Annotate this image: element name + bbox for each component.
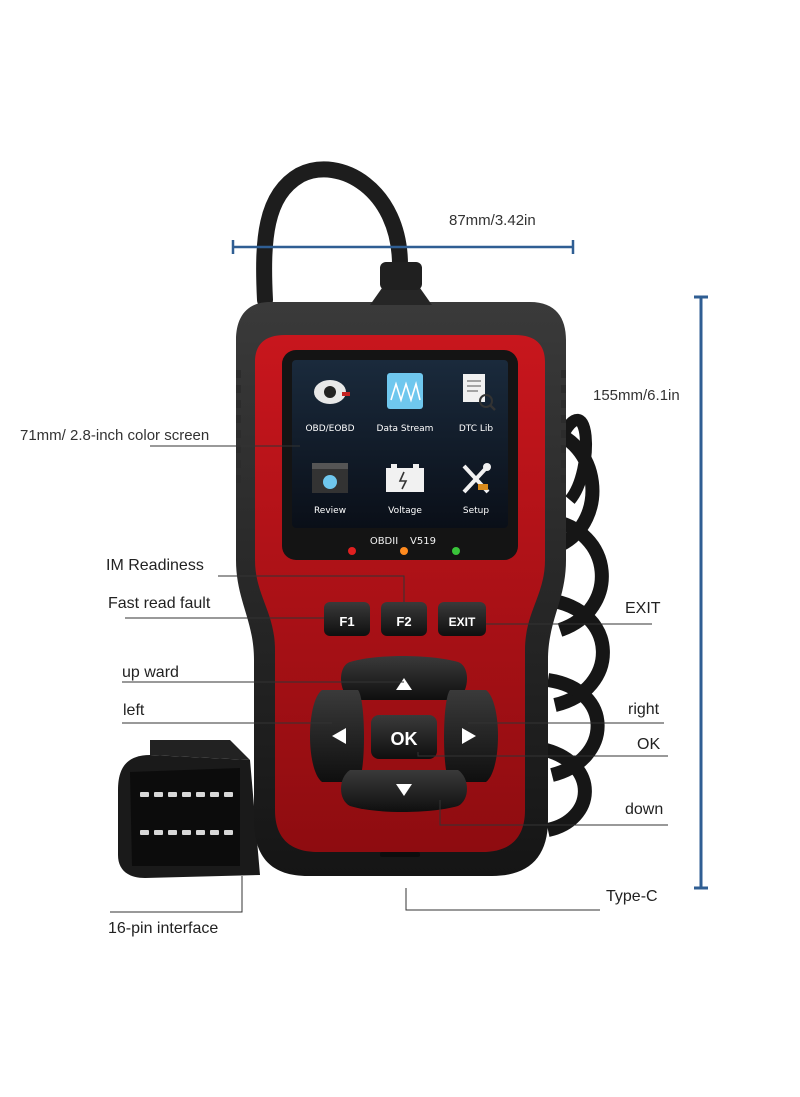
width-label: 87mm/3.42in [449, 212, 536, 229]
led-orange [400, 547, 408, 555]
callout-left: left [123, 702, 145, 719]
down-button[interactable] [341, 770, 467, 812]
menu-label-dtc-lib: DTC Lib [459, 424, 494, 434]
arrow-up-icon [396, 678, 412, 690]
menu-label-review: Review [314, 506, 346, 516]
callout-fast-read: Fast read fault [108, 595, 211, 612]
f2-label: F2 [396, 614, 411, 629]
battery-icon [386, 464, 424, 492]
cable-top [256, 161, 408, 308]
engine-icon [314, 380, 350, 404]
menu-label-obd: OBD/EOBD [305, 424, 354, 434]
callout-upward: up ward [122, 664, 179, 681]
callout-exit: EXIT [625, 600, 661, 617]
model-prefix: OBDII [370, 536, 398, 547]
exit-label: EXIT [449, 615, 476, 629]
f2-button[interactable]: F2 [381, 602, 427, 636]
callout-im-readiness: IM Readiness [106, 557, 204, 574]
data-stream-icon [387, 373, 423, 409]
tools-icon [462, 463, 491, 494]
led-red [348, 547, 356, 555]
cable-boot [370, 288, 432, 305]
width-dimension [231, 240, 575, 254]
menu-label-voltage: Voltage [388, 506, 422, 516]
film-review-icon [312, 463, 348, 493]
arrow-down-icon [396, 784, 412, 796]
ok-button[interactable]: OK [371, 715, 437, 759]
callout-pin: 16-pin interface [108, 920, 219, 937]
f1-button[interactable]: F1 [324, 602, 370, 636]
ok-label: OK [391, 729, 418, 749]
right-button[interactable] [444, 690, 498, 782]
document-magnifier-icon [463, 374, 496, 411]
grip-ridges [236, 370, 566, 483]
type-c-port [380, 852, 420, 857]
menu-label-setup: Setup [463, 506, 489, 516]
connector-pins [140, 792, 233, 835]
arrow-left-icon [332, 728, 346, 744]
f1-label: F1 [339, 614, 354, 629]
callout-down: down [625, 801, 664, 818]
callout-lines [110, 445, 668, 913]
model-name: V519 [410, 536, 436, 547]
menu-label-data-stream: Data Stream [377, 424, 434, 434]
callout-right: right [628, 701, 660, 718]
exit-button[interactable]: EXIT [438, 602, 486, 636]
left-button[interactable] [310, 690, 364, 782]
arrow-right-icon [462, 728, 476, 744]
height-dimension [694, 295, 708, 890]
obd-connector [118, 740, 260, 878]
callout-type-c: Type-C [606, 888, 658, 905]
led-green [452, 547, 460, 555]
up-button[interactable] [341, 656, 467, 700]
height-label: 155mm/6.1in [593, 387, 680, 404]
callout-ok: OK [637, 736, 661, 753]
callout-screen: 71mm/ 2.8-inch color screen [20, 427, 210, 444]
